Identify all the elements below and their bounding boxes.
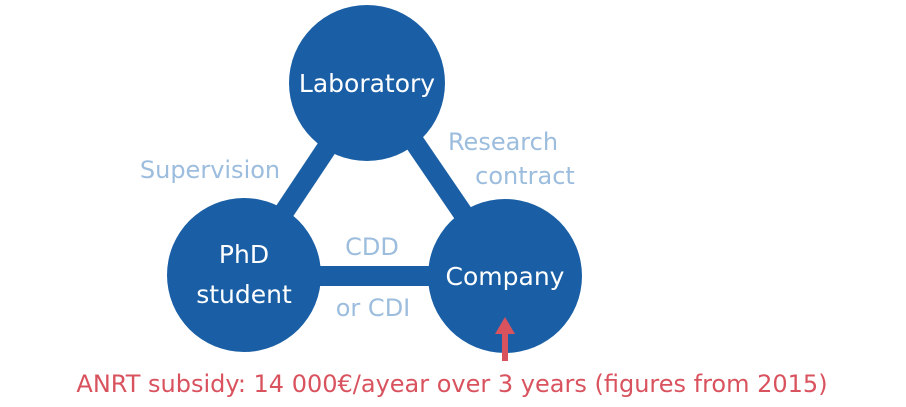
or-cdi-label: or CDI	[336, 294, 411, 322]
phd-student-node	[167, 198, 321, 352]
cdd-label: CDD	[345, 233, 399, 261]
phd-student-label-line2: student	[196, 280, 292, 309]
company-label: Company	[446, 262, 565, 291]
subsidy-text: ANRT subsidy: 14 000€/ayear over 3 years…	[76, 370, 827, 398]
research-contract-label-line2: contract	[475, 162, 575, 190]
up-arrow-icon	[495, 317, 515, 334]
phd-student-label-line1: PhD	[219, 240, 269, 269]
research-contract-label-line1: Research	[448, 128, 558, 156]
supervision-label: Supervision	[140, 156, 280, 184]
company-node	[428, 199, 582, 353]
laboratory-label: Laboratory	[299, 69, 435, 98]
laboratory-node	[289, 5, 445, 161]
arrow-shaft	[502, 333, 508, 361]
